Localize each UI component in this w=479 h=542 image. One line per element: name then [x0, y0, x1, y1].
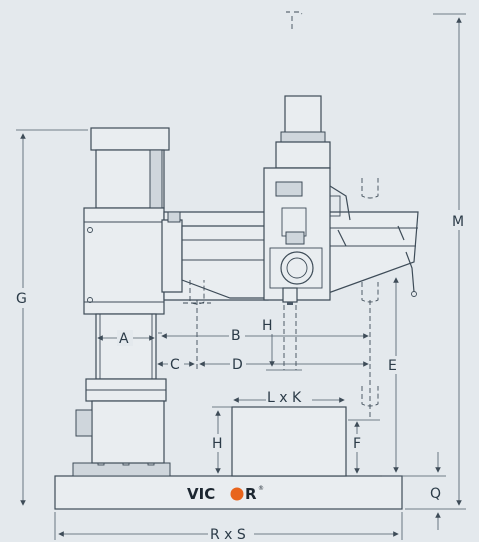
svg-text:R: R [245, 485, 257, 503]
label-a: A [119, 331, 129, 347]
label-m: M [452, 214, 464, 230]
label-h-spindle: H [262, 318, 273, 334]
label-b: B [231, 328, 241, 344]
radial-arm [161, 211, 419, 301]
label-d: D [232, 357, 243, 373]
label-f: F [353, 436, 361, 452]
label-c: C [170, 357, 180, 373]
svg-text:®: ® [258, 485, 264, 492]
label-g: G [16, 291, 27, 307]
label-h-table: H [212, 436, 223, 452]
machine-base [54, 458, 403, 510]
victor-logo: VIC R ® [187, 485, 264, 503]
label-q: Q [430, 486, 441, 502]
column [75, 127, 170, 464]
work-table [231, 406, 347, 477]
dimension-lines [16, 13, 466, 540]
logo-dot-icon [230, 487, 244, 501]
drill-head [263, 95, 351, 305]
label-lxk: L x K [267, 390, 302, 406]
dimension-labels: M G A B C D E H L x K H F Q R x S [14, 210, 470, 542]
label-e: E [388, 358, 397, 374]
label-rxs: R x S [210, 527, 246, 542]
svg-text:VIC: VIC [187, 485, 215, 503]
